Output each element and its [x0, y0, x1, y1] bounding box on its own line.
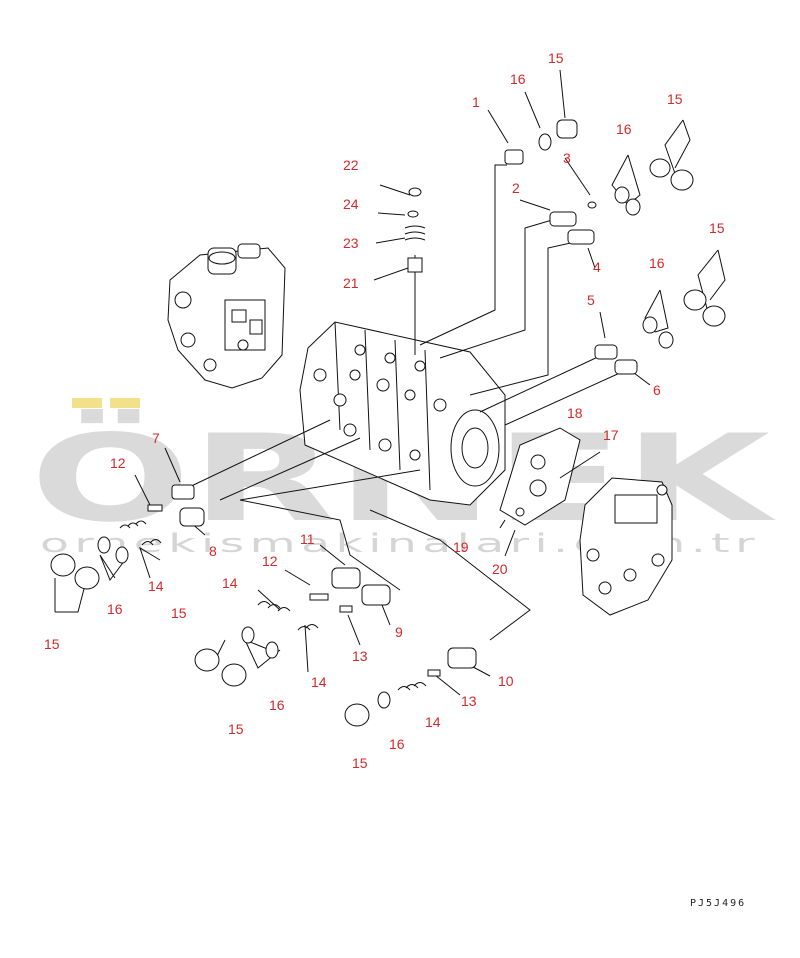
spool-11: [331, 567, 361, 589]
callout-labels: 1 2 3 4 5 6 7 8 9 10 11 12 12 13 13 14 1…: [44, 50, 725, 771]
label-14-low: 14: [425, 714, 441, 730]
label-18: 18: [567, 405, 583, 421]
oring-16d: [658, 331, 674, 349]
plug-1: [504, 149, 524, 165]
label-8: 8: [209, 543, 217, 559]
label-24: 24: [343, 196, 359, 212]
label-13-low: 13: [461, 693, 477, 709]
plug-4: [567, 229, 595, 245]
plug-15-left-a: [50, 553, 76, 577]
plug-6: [614, 359, 638, 375]
end-cover-right: [579, 477, 673, 616]
spring-14-mid-b: [297, 624, 319, 631]
label-16-top: 16: [510, 71, 526, 87]
plug-15-mid-a: [194, 648, 220, 672]
plug-15-low: [344, 703, 370, 727]
label-21: 21: [343, 275, 359, 291]
piston-21: [407, 257, 423, 273]
label-15-left: 15: [44, 636, 60, 652]
label-19: 19: [453, 539, 469, 555]
label-5: 5: [587, 292, 595, 308]
label-16-left: 16: [107, 601, 123, 617]
label-1: 1: [472, 94, 480, 110]
label-16-low: 16: [389, 736, 405, 752]
oring-16-left-a: [97, 536, 111, 554]
oring-16-mid-a: [241, 626, 255, 644]
plug-15-mid-b: [221, 663, 247, 687]
label-20: 20: [492, 561, 508, 577]
label-15-low: 15: [352, 755, 368, 771]
label-14-mid-b: 14: [311, 674, 327, 690]
label-22: 22: [343, 157, 359, 173]
label-10: 10: [498, 673, 514, 689]
pin-13-low: [427, 669, 441, 677]
label-11: 11: [300, 531, 315, 547]
plug-15d: [702, 305, 726, 327]
label-12-left: 12: [110, 455, 126, 471]
plug-2: [549, 211, 577, 227]
label-16-right-b: 16: [649, 255, 665, 271]
label-7: 7: [152, 430, 160, 446]
pin-13-mid: [339, 605, 353, 613]
label-16-right-a: 16: [616, 121, 632, 137]
oring-16c: [642, 316, 658, 334]
spring-14-left-b: [141, 539, 162, 546]
spool-10: [447, 647, 477, 669]
gasket-plate: [499, 427, 581, 526]
watermark-accent-left: [72, 398, 102, 408]
plug-15a: [649, 158, 671, 178]
spring-14-left: [119, 520, 147, 529]
main-valve-body: [299, 321, 506, 506]
oring-16a: [614, 186, 630, 204]
label-23: 23: [343, 235, 359, 251]
label-17: 17: [603, 427, 619, 443]
label-15-mid-b: 15: [228, 721, 244, 737]
label-13-mid: 13: [352, 648, 368, 664]
oring-16-top: [538, 133, 552, 151]
pin-12-left: [147, 504, 163, 512]
plug-15-left-b: [74, 566, 100, 590]
label-9: 9: [395, 624, 403, 640]
cap-22: [408, 187, 422, 197]
drawing-code: PJ5J496: [690, 898, 746, 909]
spool-8: [179, 507, 205, 527]
valve-housing-left: [167, 243, 286, 389]
oring-24: [407, 210, 419, 218]
label-15-right-b: 15: [709, 220, 725, 236]
label-12-mid: 12: [262, 553, 278, 569]
label-14-mid-a: 14: [222, 575, 238, 591]
label-4: 4: [593, 259, 601, 275]
spring-23: [404, 225, 426, 241]
oring-16-mid-b: [265, 641, 279, 659]
label-15-top: 15: [548, 50, 564, 66]
watermark-accent-right: [110, 398, 140, 408]
label-6: 6: [653, 382, 661, 398]
plug-15-top: [556, 119, 578, 139]
oring-16-left-b: [115, 546, 129, 564]
small-parts: [50, 119, 726, 727]
plug-15b: [670, 169, 694, 191]
spring-14-low: [397, 682, 427, 691]
plug-5: [594, 344, 618, 360]
oring-16-low: [377, 691, 391, 709]
spool-9: [361, 584, 391, 606]
oring-16b: [625, 198, 641, 216]
label-15-right-a: 15: [667, 91, 683, 107]
ball-3: [587, 201, 597, 209]
label-15-mid-a: 15: [171, 605, 187, 621]
label-16-mid: 16: [269, 697, 285, 713]
spool-7: [171, 484, 195, 500]
plug-15c: [683, 289, 707, 311]
spring-14-mid-a: [257, 601, 291, 612]
label-2: 2: [512, 180, 520, 196]
pin-12-mid: [309, 593, 329, 601]
label-14-left: 14: [148, 578, 164, 594]
label-3: 3: [563, 150, 571, 166]
